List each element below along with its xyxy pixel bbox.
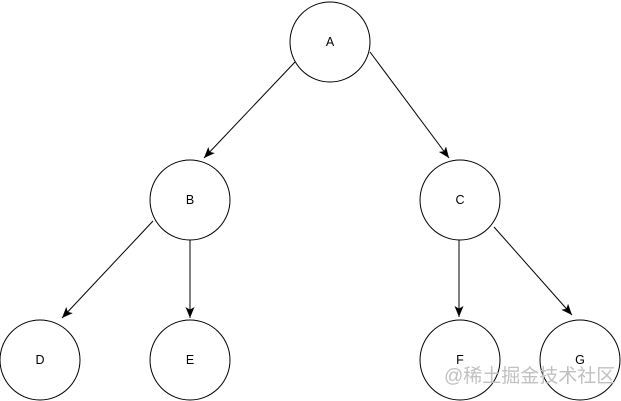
- edge-A-B: [203, 61, 296, 159]
- node-A-circle: [289, 1, 371, 83]
- node-F-circle: [419, 319, 501, 401]
- node-C-circle: [419, 159, 501, 241]
- node-G: G: [539, 319, 621, 401]
- node-D: D: [0, 319, 81, 401]
- node-D-label: D: [35, 353, 44, 367]
- node-E: E: [149, 319, 231, 401]
- edge-B-D: [61, 220, 154, 319]
- node-E-circle: [149, 319, 231, 401]
- node-A-label: A: [326, 35, 335, 49]
- node-B-circle: [149, 159, 231, 241]
- node-E-label: E: [186, 353, 194, 367]
- node-A: A: [289, 1, 371, 83]
- node-F: F: [419, 319, 501, 401]
- edge-A-C: [369, 51, 450, 159]
- node-G-label: G: [575, 353, 585, 367]
- node-C-label: C: [455, 193, 464, 207]
- edge-C-G: [493, 226, 573, 316]
- node-C: C: [419, 159, 501, 241]
- node-D-circle: [0, 319, 81, 401]
- node-F-label: F: [456, 353, 464, 367]
- node-B-label: B: [186, 193, 194, 207]
- node-G-circle: [539, 319, 621, 401]
- node-B: B: [149, 159, 231, 241]
